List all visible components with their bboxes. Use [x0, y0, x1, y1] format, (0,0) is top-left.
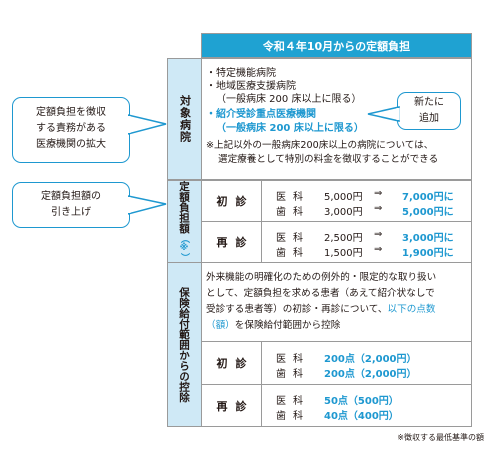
desc-line: 外来機能の明確化のための例外的・限定的な取り扱い	[206, 272, 437, 283]
desc-line: 受診する患者等）の初診・再診について、以下の点数	[206, 301, 435, 315]
hospital-new-line: （一般病床 200 床以上に限る）	[216, 123, 364, 134]
callout-line: 定額負担額の	[41, 191, 101, 202]
section-label-text: 定額負担額	[178, 181, 190, 234]
deduction-revisit: 医科 50点（500円） 歯科 40点（400円）	[261, 384, 472, 427]
row-label-revisit: 再診	[201, 221, 262, 263]
new-amount: 7,000円に	[402, 192, 454, 203]
hospital-line: ・特定機能病院	[206, 68, 276, 79]
callout-pointer	[128, 195, 167, 215]
new-amount: 3,000円に	[402, 233, 454, 244]
row-label-revisit: 再診	[201, 384, 262, 427]
dept-label: 歯科	[276, 369, 310, 380]
deduction-value: 200点（2,000円）	[324, 369, 417, 380]
arrow: ⇒	[374, 229, 383, 240]
callout-line: 医療機関の拡大	[36, 139, 106, 150]
section-label-hospitals: 対象病院	[167, 58, 202, 180]
row-label-first-visit: 初診	[201, 341, 262, 385]
amount-revisit: 医科 2,500円 ⇒ 3,000円に 歯科 1,500円 ⇒ 1,900円に	[261, 221, 472, 263]
amount-first-visit: 医科 5,000円 ⇒ 7,000円に 歯科 3,000円 ⇒ 5,000円に	[261, 180, 472, 222]
callout-pointer	[128, 114, 167, 135]
hospital-line: （一般病床 200 床以上に限る）	[216, 94, 362, 105]
callout-line: 新たに	[414, 97, 444, 108]
new-amount: 1,900円に	[402, 248, 454, 259]
desc-blue-head: （額）	[206, 317, 235, 331]
new-amount: 5,000円に	[402, 207, 454, 218]
callout-line: する責務がある	[36, 123, 106, 134]
callout-pointer	[367, 106, 400, 122]
arrow: ⇒	[374, 244, 383, 255]
old-amount: 1,500円	[324, 248, 363, 259]
dept-label: 歯科	[276, 207, 310, 218]
dept-label: 歯科	[276, 248, 310, 259]
table-header: 令和４年10月からの定額負担	[201, 33, 472, 58]
hospitals-content: ・特定機能病院 ・地域医療支援病院 （一般病床 200 床以上に限る） ・紹介受…	[201, 58, 472, 180]
hospital-line: ・地域医療支援病院	[206, 81, 296, 92]
desc-text: 受診する患者等）の初診・再診について、	[206, 304, 388, 315]
desc-line: （額）を保険給付範囲から控除	[206, 320, 341, 331]
deduction-value: 50点（500円）	[324, 396, 399, 407]
deduction-value: 200点（2,000円）	[324, 354, 417, 365]
section-label-amount: 定額負担額 （※）	[167, 180, 202, 263]
row-label-first-visit: 初診	[201, 180, 262, 222]
dept-label: 歯科	[276, 411, 310, 422]
callout-raise: 定額負担額の 引き上げ	[12, 182, 130, 228]
arrow: ⇒	[374, 203, 383, 214]
old-amount: 2,500円	[324, 233, 363, 244]
dept-label: 医科	[276, 354, 310, 365]
deduction-first-visit: 医科 200点（2,000円） 歯科 200点（2,000円）	[261, 341, 472, 385]
hospital-new-line: ・紹介受診重点医療機関	[206, 109, 316, 120]
desc-blue-text: 以下の点数	[387, 304, 436, 315]
callout-line: 定額負担を徴収	[36, 107, 106, 118]
old-amount: 5,000円	[324, 192, 363, 203]
deduction-description: 外来機能の明確化のための例外的・限定的な取り扱い として、定額負担を求める患者（…	[201, 262, 472, 342]
footnote: ※徴収する最低基準の額	[397, 433, 484, 442]
arrow: ⇒	[374, 188, 383, 199]
section-label-mark: （※）	[179, 233, 189, 262]
hospital-note-line: 選定療養として特別の料金を徴収することができる	[218, 154, 439, 165]
desc-line: として、定額負担を求める患者（あえて紹介状なしで	[206, 288, 435, 299]
deduction-value: 40点（400円）	[324, 411, 399, 422]
dept-label: 医科	[276, 233, 310, 244]
dept-label: 医科	[276, 396, 310, 407]
callout-hospital-expand: 定額負担を徴収 する責務がある 医療機関の拡大	[12, 97, 130, 163]
old-amount: 3,000円	[324, 207, 363, 218]
callout-line: 追加	[419, 113, 439, 124]
dept-label: 医科	[276, 192, 310, 203]
callout-line: 引き上げ	[51, 207, 91, 218]
hospital-note-line: ※上記以外の一般病床200床以上の病院については、	[206, 140, 434, 151]
callout-new-added: 新たに 追加	[397, 92, 461, 130]
section-label-deduction: 保険給付範囲からの控除	[167, 262, 202, 427]
